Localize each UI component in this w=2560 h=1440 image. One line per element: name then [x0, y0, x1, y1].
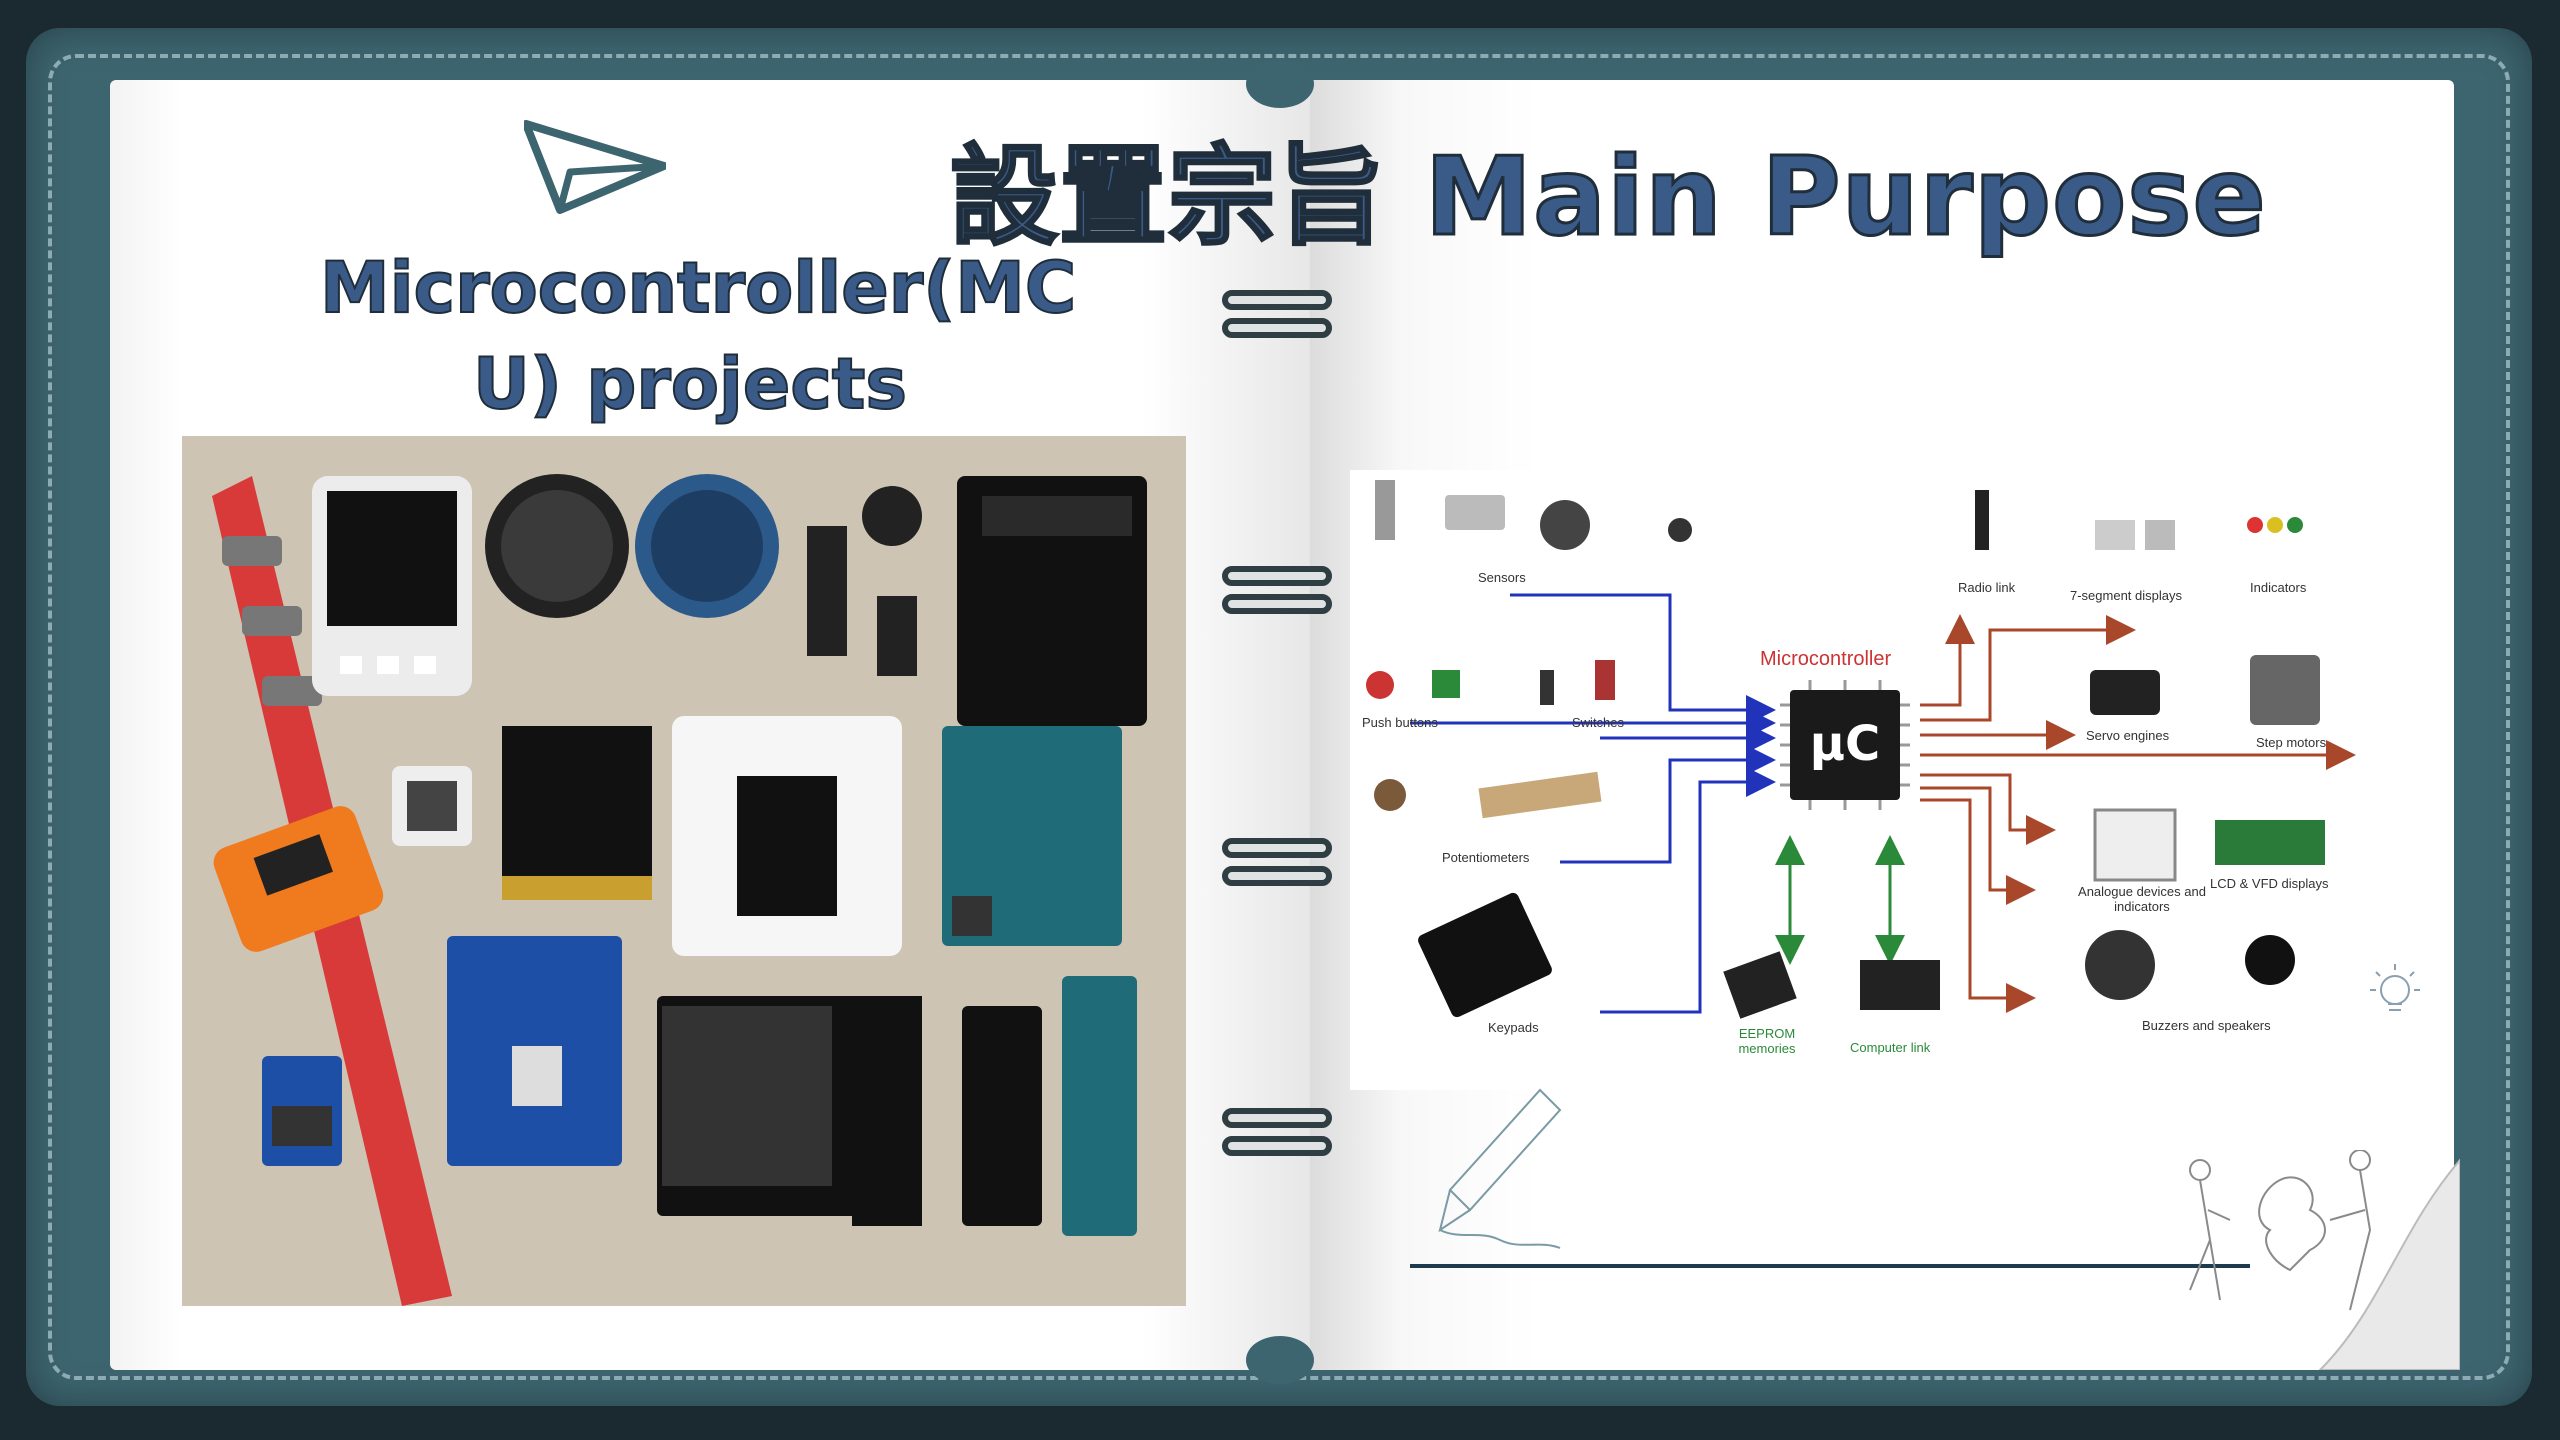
label-switches: Switches — [1572, 715, 1625, 730]
buzzer-icon — [2245, 935, 2295, 985]
label-computer-link: Computer link — [1850, 1040, 1931, 1055]
microcontroller-diagram: μC Microcontroller Sensors Push buttons … — [1350, 470, 2370, 1090]
ring-binder-icon — [1222, 290, 1332, 310]
label-keypads: Keypads — [1488, 1020, 1539, 1035]
ring-binder-icon — [1222, 566, 1332, 586]
subtitle-line-2: U) projects — [472, 342, 908, 426]
servo-icon — [2090, 670, 2160, 715]
section-subtitle: Microcontroller(MC U) projects — [319, 240, 1077, 432]
eeprom-icon — [1723, 951, 1797, 1019]
analogue-meter-icon — [2093, 808, 2177, 882]
label-7-segment: 7-segment displays — [2070, 588, 2182, 603]
label-indicators: Indicators — [2250, 580, 2307, 595]
label-buzzers: Buzzers and speakers — [2142, 1018, 2271, 1033]
ring-binder-icon — [1222, 1108, 1332, 1128]
page-title: 設置宗旨 Main Purpose — [949, 134, 2268, 262]
mcu-boards-photo — [182, 436, 1186, 1306]
ring-binder-icon — [1222, 1136, 1332, 1156]
lightbulb-icon — [2370, 964, 2420, 1011]
diagram-title: Microcontroller — [1760, 648, 1892, 670]
keypad-icon — [1418, 892, 1552, 1018]
speaker-icon — [2085, 930, 2155, 1000]
lcd-display-icon — [2215, 820, 2325, 865]
seven-segment-icon — [2095, 520, 2135, 550]
step-motor-icon — [2250, 655, 2320, 725]
paper-plane-icon — [524, 120, 666, 214]
spine-notch-top — [1246, 60, 1314, 108]
chip-label: μC — [1810, 716, 1881, 772]
ring-binder-icon — [1222, 594, 1332, 614]
puzzle-people-icon — [2189, 1150, 2460, 1370]
label-analogue-devices: Analogue devices and indicators — [2078, 884, 2206, 914]
sensors-icons — [1375, 480, 1692, 550]
label-lcd-vfd: LCD & VFD displays — [2210, 876, 2329, 891]
push-buttons-icons — [1366, 660, 1615, 705]
pencil-sketch-icon — [1438, 1088, 1562, 1249]
diagram-graphics: μC — [1366, 480, 2356, 1019]
computer-icon — [1860, 960, 1940, 1010]
spine-notch-bottom — [1246, 1336, 1314, 1384]
page-rule — [1410, 1264, 2250, 1268]
potentiometers-icons — [1374, 771, 1602, 819]
label-radio-link: Radio link — [1958, 580, 2016, 595]
ring-binder-icon — [1222, 318, 1332, 338]
boards-illustration — [182, 436, 1186, 1306]
label-sensors: Sensors — [1478, 570, 1526, 585]
label-eeprom: EEPROM memories — [1738, 1026, 1796, 1056]
ring-binder-icon — [1222, 866, 1332, 886]
radio-icon — [1975, 490, 1989, 550]
label-push-buttons: Push buttons — [1362, 715, 1438, 730]
ring-binder-icon — [1222, 838, 1332, 858]
label-servo-engines: Servo engines — [2086, 728, 2170, 743]
subtitle-line-1: Microcontroller(MC — [319, 246, 1077, 330]
label-potentiometers: Potentiometers — [1442, 850, 1530, 865]
label-step-motors: Step motors — [2256, 735, 2327, 750]
